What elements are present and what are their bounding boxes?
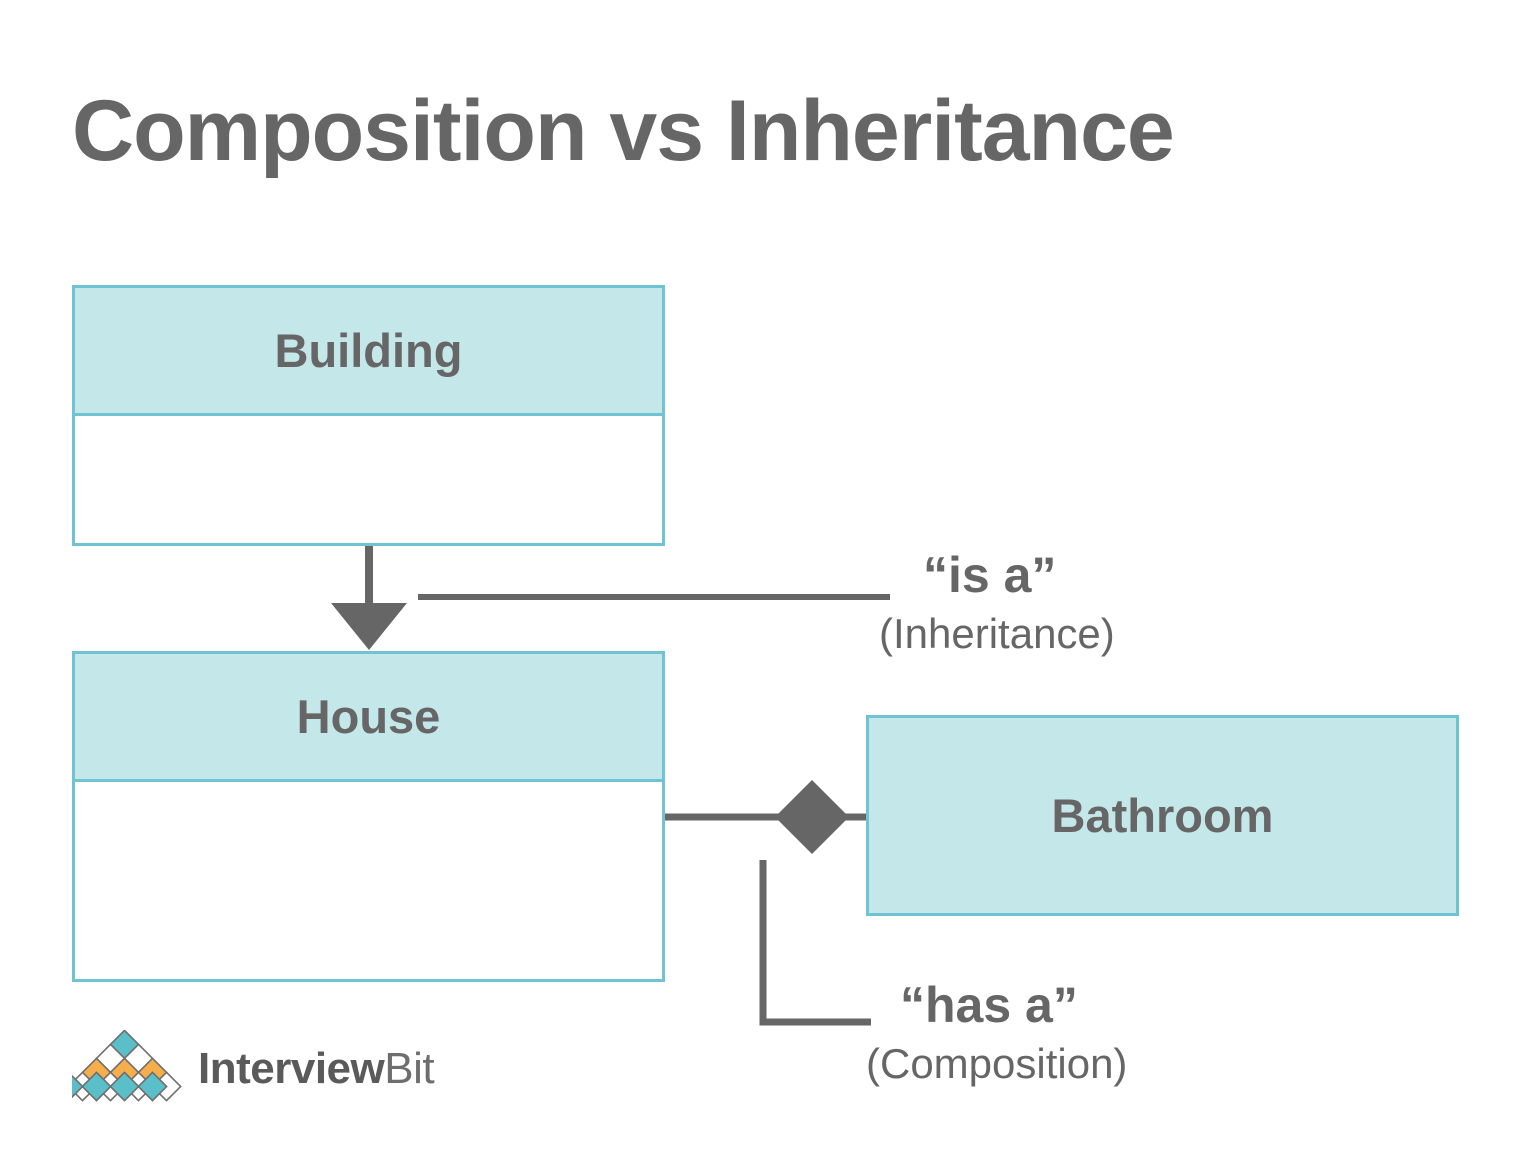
uml-class-building-label: Building — [274, 324, 463, 377]
uml-class-bathroom[interactable]: Bathroom — [866, 715, 1459, 916]
inheritance-arrow-head-icon — [331, 603, 407, 650]
uml-class-building[interactable]: Building — [72, 285, 665, 546]
uml-class-house-label: House — [296, 690, 441, 743]
page-title: Composition vs Inheritance — [72, 83, 1175, 179]
relationship-label-has-a: “has a” — [900, 977, 1078, 1033]
relationship-sublabel-inheritance: (Inheritance) — [879, 610, 1115, 657]
uml-class-bathroom-label: Bathroom — [1051, 789, 1274, 842]
uml-class-house-header: House — [75, 654, 662, 782]
logo-word-interview: Interview — [198, 1044, 385, 1093]
relationship-label-is-a: “is a” — [923, 547, 1057, 603]
uml-class-house[interactable]: House — [72, 651, 665, 982]
interviewbit-wordmark: InterviewBit — [198, 1044, 435, 1093]
interviewbit-logo[interactable]: InterviewBit — [72, 1030, 435, 1108]
relationship-sublabel-composition: (Composition) — [866, 1040, 1128, 1087]
uml-class-house-body — [75, 782, 662, 979]
uml-class-building-header: Building — [75, 288, 662, 416]
composition-label-leader — [759, 860, 871, 1026]
interviewbit-diamond-mark-icon — [72, 1030, 182, 1102]
composition-diamond-icon — [775, 780, 849, 854]
uml-class-building-body — [75, 416, 662, 543]
logo-word-bit: Bit — [384, 1044, 435, 1093]
